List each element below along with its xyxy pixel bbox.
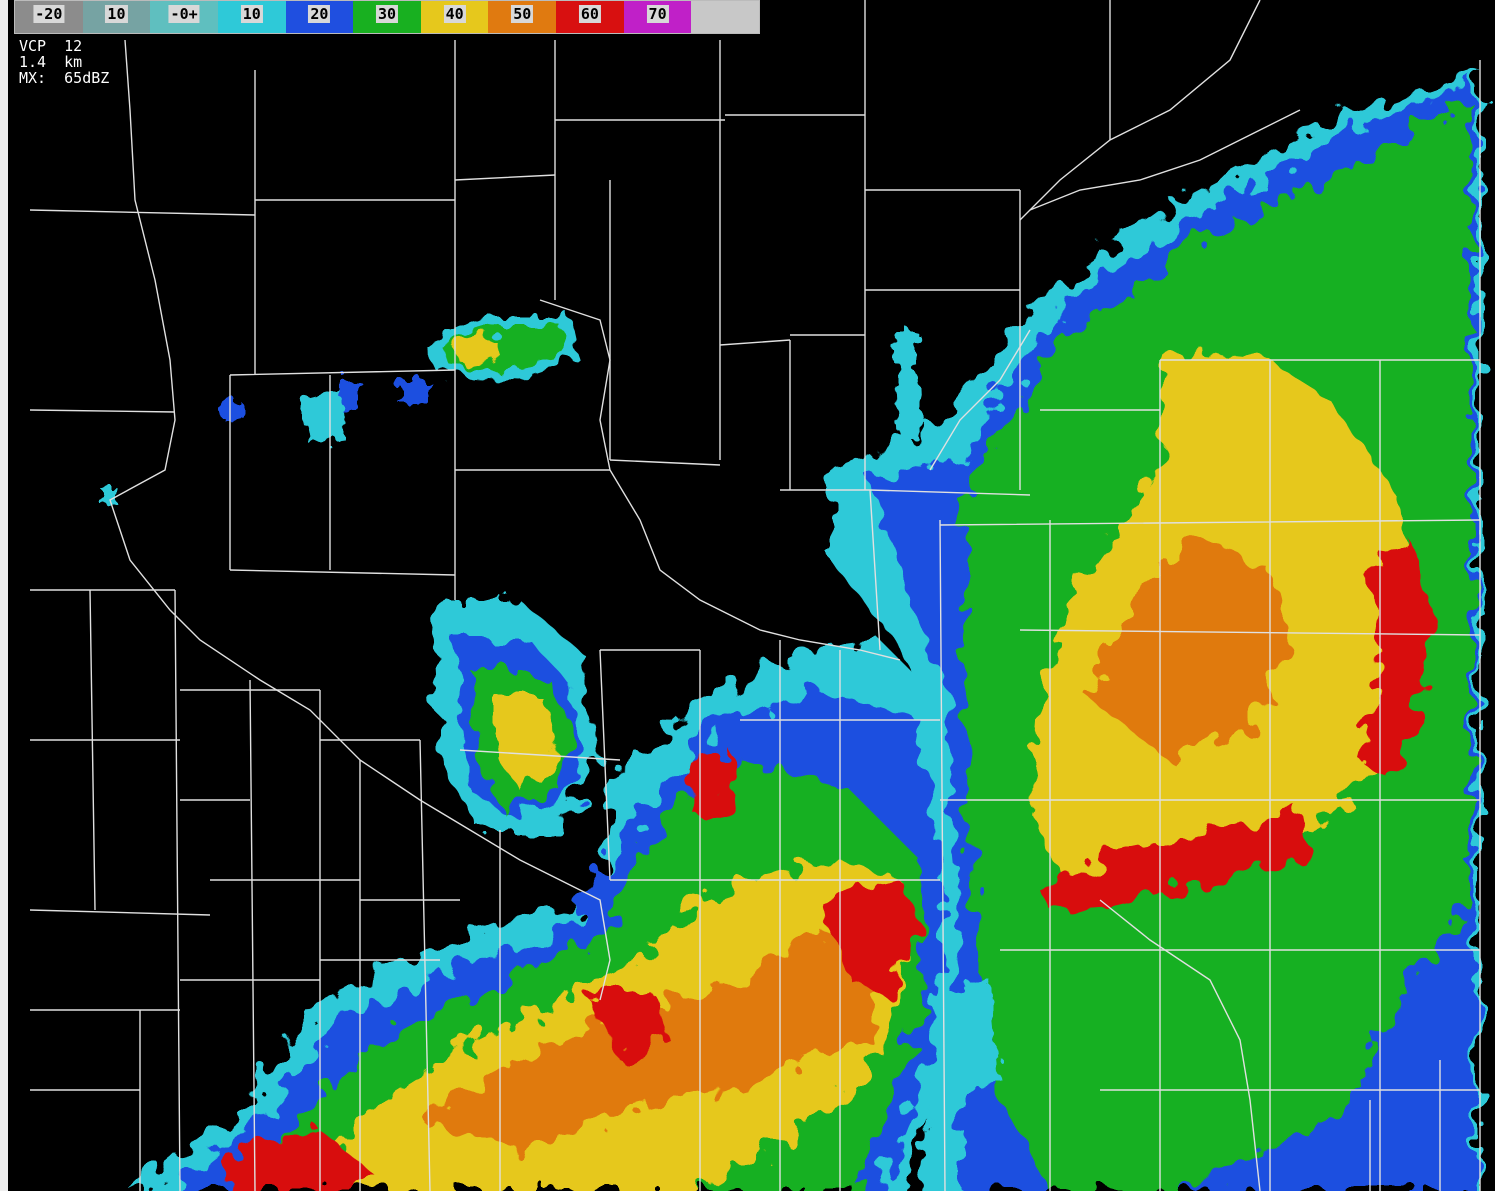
precipitation-echoes <box>130 70 1480 1191</box>
scale-segment-label: 20 <box>308 5 331 23</box>
echo-red-southwest-2 <box>590 990 670 1060</box>
scale-segment: 70 <box>623 1 692 33</box>
county-state-borders <box>29 0 1481 1191</box>
scale-segment: -0+ <box>150 1 218 33</box>
county-lines-v <box>89 0 1481 1191</box>
border-east-state <box>929 329 1031 471</box>
scale-segment-label: 50 <box>511 5 534 23</box>
echo-red-band <box>1040 810 1310 910</box>
scale-segment-label: 40 <box>443 5 466 23</box>
scale-segment <box>691 1 760 33</box>
border-south-river <box>1099 899 1261 1191</box>
echo-red-southwest-4 <box>680 750 740 820</box>
echo-yellow-west <box>500 700 560 790</box>
echo-orange-east <box>1090 540 1290 760</box>
scale-segment: 20 <box>285 1 354 33</box>
scale-segment-label: 30 <box>375 5 399 23</box>
scale-segment: 10 <box>82 1 151 33</box>
reflectivity-color-scale: -20 10 -0+ 10 20 30 40 50 60 70 <box>14 0 760 34</box>
echo-speck-5 <box>222 400 240 418</box>
scale-segment: 50 <box>488 1 557 33</box>
scale-segment: 40 <box>420 1 489 33</box>
max-reflectivity-label: MX: 65dBZ <box>19 69 110 87</box>
vcp-label: VCP 12 <box>19 37 83 55</box>
scale-segment: 30 <box>353 1 421 33</box>
echo-red-east <box>1360 540 1430 780</box>
echo-red-southwest <box>820 880 920 1000</box>
scale-segment-label: 10 <box>105 5 128 23</box>
scale-segment-label: 60 <box>578 5 601 23</box>
scale-segment: 10 <box>217 1 286 33</box>
echo-speck-2 <box>340 380 360 410</box>
border-northeast-coast <box>1019 0 1261 221</box>
height-label: 1.4 km <box>19 53 83 71</box>
radar-info-panel: VCP 12 1.4 km MX: 65dBZ <box>19 38 109 86</box>
border-lake-shore <box>1029 109 1301 211</box>
echo-speck-3 <box>400 380 430 405</box>
scale-segment: 60 <box>556 1 624 33</box>
border-river <box>539 299 901 661</box>
echo-speck-6 <box>100 488 118 504</box>
echo-yellow-north <box>450 335 500 362</box>
scale-segment: -20 <box>15 1 83 33</box>
echo-speck-1 <box>300 390 345 445</box>
scale-segment-label: 10 <box>240 5 263 23</box>
echo-speck-7 <box>930 980 1000 1100</box>
echo-speck-4 <box>895 330 920 440</box>
left-window-edge <box>0 0 8 1191</box>
scattered-echoes <box>100 330 1000 1100</box>
scale-segment-label: -20 <box>33 5 65 23</box>
echo-red-southwest-3 <box>220 1130 370 1191</box>
scale-segment-label: 70 <box>646 5 669 23</box>
scale-segment-label: -0+ <box>168 5 200 23</box>
border-west-state <box>109 39 611 1001</box>
